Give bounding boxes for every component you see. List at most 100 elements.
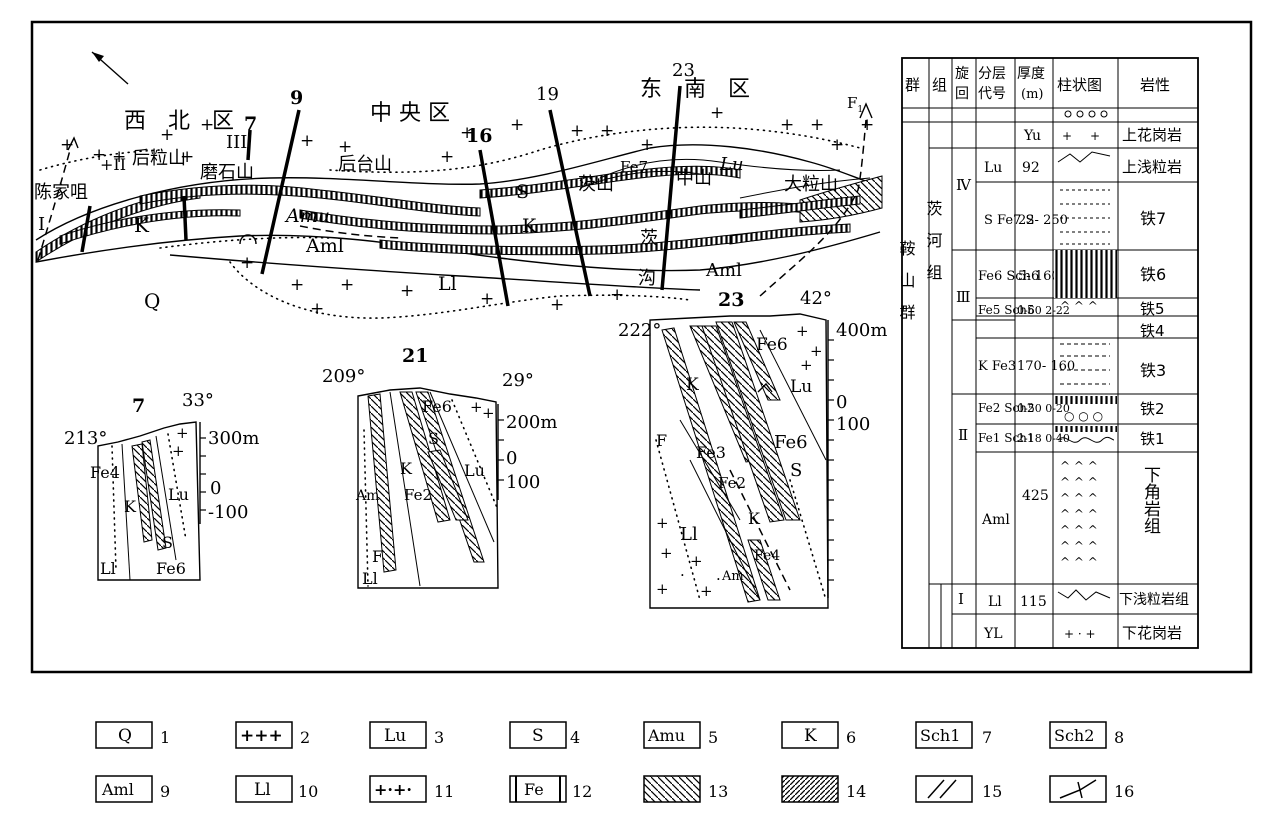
column-thickness-Fe3: 170- 160 (1017, 359, 1075, 374)
column-formation-name: 茨 河 组 (924, 200, 943, 280)
section-21-label-Fe6: Fe6 (422, 397, 452, 416)
svg-text:+: + (510, 115, 524, 135)
column-cycle-IV: Ⅳ (956, 176, 972, 194)
column-header-group: 群 (905, 76, 920, 94)
column-header-layer: 分层 (978, 66, 1006, 82)
section-number-16: 16 (466, 125, 492, 147)
legend-box-13 (643, 775, 701, 803)
zone-III: III (226, 132, 247, 153)
legend-box-7 (915, 721, 973, 749)
section-line-16 (478, 149, 510, 307)
svg-text:+: + (640, 135, 654, 155)
svg-text:+: + (660, 544, 673, 562)
svg-text:+: + (400, 281, 414, 301)
section-21-label-Am: Am (355, 488, 379, 504)
column-code-Fe3: K Fe3 (978, 359, 1016, 374)
section-23-label-Am: Am (721, 569, 744, 584)
zone-I: I (38, 214, 45, 235)
unit-Aml: Aml (305, 235, 344, 257)
section-7-label-K: K (124, 497, 137, 516)
column-thickness-Fe5: 0-60 2-22 (1017, 304, 1070, 317)
legend-symbol-11: +·+· (374, 780, 412, 799)
legend-box-14 (781, 775, 839, 803)
region-center-label: 中 央 区 (370, 101, 450, 126)
svg-text:+: + (482, 404, 495, 422)
legend-box-5 (643, 721, 701, 749)
unit-Amu: Amu (284, 205, 330, 227)
fault-dashed (37, 149, 71, 261)
place-tiaoshan: 茨山 (578, 174, 614, 195)
column-code-Ll: Ll (988, 594, 1002, 610)
svg-text:^ ^ ^: ^ ^ ^ (1060, 299, 1098, 313)
legend-box-15 (915, 775, 973, 803)
section-number-23: 23 (672, 60, 695, 81)
section-23-label-K-top: K (686, 375, 699, 395)
svg-text:+: + (710, 103, 724, 123)
section-7-label-Fe6: Fe6 (156, 559, 186, 578)
section-23-scale-bottom: 100 (836, 414, 870, 435)
section-number-19: 19 (536, 84, 559, 105)
column-thickness-Fe6: 5- 160 (1018, 269, 1060, 284)
unit-K: K (134, 213, 150, 237)
svg-text:^ ^ ^: ^ ^ ^ (1060, 475, 1098, 489)
svg-text:+: + (440, 147, 454, 167)
region-se-label: 东 南 区 (640, 77, 750, 102)
legend-num-14: 14 (846, 782, 866, 801)
section-21-label-K: K (400, 459, 413, 478)
svg-text:+: + (112, 147, 126, 167)
unit-Lu: Lu (719, 154, 744, 175)
north-arrow-icon (91, 51, 129, 85)
svg-text:+: + (1062, 129, 1072, 143)
geologic-map: +++ +++ +++ +++ +++ +++ +++ +++ +++ 西 北 … (34, 51, 883, 319)
section-23-label-Fe6-top: Fe6 (756, 335, 788, 355)
legend-symbol-12: Fe (524, 780, 544, 799)
svg-text:+: + (480, 289, 494, 309)
stratigraphic-column: 群 组 旋 回 分层 代号 厚度 (m) 柱状图 岩性 鞍 山 群 茨 河 组 … (897, 57, 1199, 649)
column-thickness-Fe1: 2-18 0-40 (1017, 432, 1070, 445)
unit-Q: Q (144, 289, 160, 313)
column-code-Fe5: Fe5 Sch5 (978, 303, 1035, 317)
svg-text:+: + (300, 131, 314, 151)
svg-text:^ ^ ^: ^ ^ ^ (1060, 507, 1098, 521)
column-cycle-II: Ⅱ (958, 426, 968, 444)
column-group-name: 鞍 山 群 (897, 240, 916, 320)
section-7-number: 7 (132, 395, 145, 417)
column-code-Lu: Lu (984, 160, 1002, 176)
place-houlishan: 后粒山 (132, 148, 186, 169)
column-header-formation: 组 (932, 76, 947, 94)
column-code-Fe6: Fe6 Sch6 (978, 269, 1039, 284)
legend-num-1: 1 (160, 728, 170, 747)
column-code-Aml: Aml (981, 512, 1010, 528)
region-nw-label: 西 北 区 (124, 109, 234, 134)
section-23-azimuth-left: 222° (618, 320, 661, 341)
svg-text:+: + (700, 582, 713, 600)
svg-text:+ · +: + · + (1064, 627, 1096, 641)
legend-box-4 (509, 721, 567, 749)
section-line-23 (660, 85, 682, 291)
legend-num-9: 9 (160, 782, 170, 801)
column-rock-YL: 下花岗岩 (1122, 624, 1182, 642)
legend: Q 1 +++ 2 Lu 3 S 4 Amu 5 K 6 Sch1 7 Sch2… (95, 721, 1134, 803)
cross-section-21: 21 209° 29° 200m 0 100 Fe6 S K Lu Am Fe2… (322, 345, 557, 589)
legend-num-12: 12 (572, 782, 592, 801)
svg-text:^ ^ ^: ^ ^ ^ (1060, 491, 1098, 505)
legend-box-11 (369, 775, 427, 803)
granite-symbols: +++ +++ +++ +++ +++ +++ +++ +++ +++ (60, 103, 874, 319)
legend-symbol-1: Q (118, 726, 132, 746)
column-rock-Fe3: 铁3 (1140, 361, 1166, 380)
svg-text:+: + (340, 275, 354, 295)
svg-text:+: + (690, 552, 703, 570)
column-thickness-Lu: 92 (1022, 160, 1040, 176)
place-gou: 沟 (638, 268, 656, 289)
column-code-Fe2: Fe2 Sch2 (978, 401, 1035, 415)
svg-text:+: + (810, 342, 823, 360)
column-header-lithology: 岩性 (1140, 76, 1170, 94)
place-dalishan: 大粒山 (784, 174, 838, 195)
legend-symbol-9: Aml (101, 780, 134, 799)
fault-f1-label: F1 (847, 94, 863, 115)
legend-num-7: 7 (982, 728, 992, 747)
column-rock-Lu: 上浅粒岩 (1122, 158, 1182, 176)
column-header-columnar: 柱状图 (1057, 76, 1102, 94)
legend-box-16 (1049, 775, 1107, 803)
svg-text:+: + (172, 442, 185, 460)
